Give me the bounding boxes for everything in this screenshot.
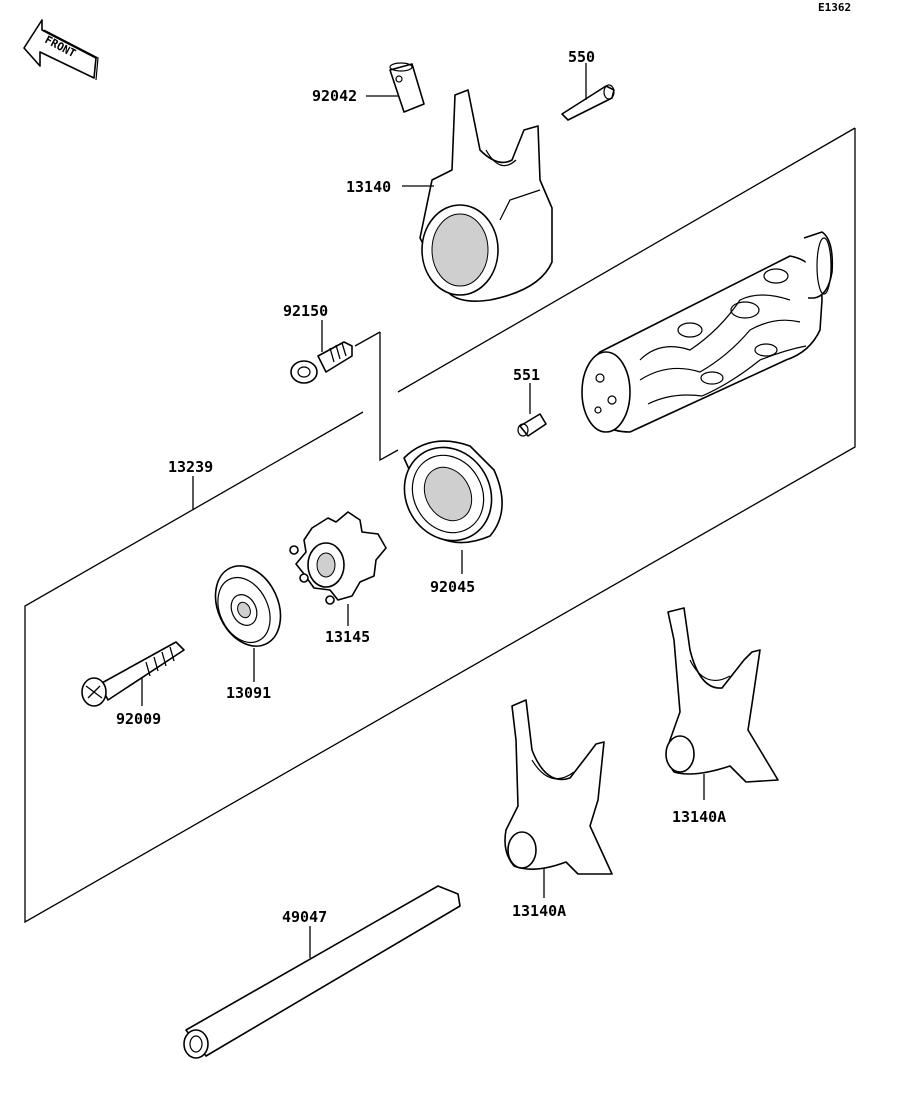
- cotter-pin-550-part: [561, 63, 615, 121]
- dowel-551-part: [517, 383, 547, 437]
- shift-fork-13140a-right-part: [665, 607, 779, 800]
- shift-fork-13140-part: [402, 89, 553, 302]
- cam-plate-13091-part: [214, 565, 282, 682]
- front-arrow-icon: FRONT: [23, 19, 99, 81]
- label-92009: 92009: [116, 710, 161, 728]
- label-13145: 13145: [325, 628, 370, 646]
- label-49047: 49047: [282, 908, 327, 926]
- shift-drum-part: [581, 231, 834, 433]
- shift-fork-13140a-left-part: [504, 699, 613, 898]
- assembly-outline: [24, 127, 856, 924]
- bearing-92045-part: [403, 440, 503, 574]
- star-plate-13145-part: [289, 511, 387, 626]
- bolt-92150-part: [290, 320, 353, 384]
- label-13140a-left: 13140A: [512, 902, 566, 920]
- label-13140: 13140: [346, 178, 391, 196]
- label-92150: 92150: [283, 302, 328, 320]
- label-92042: 92042: [312, 87, 357, 105]
- diagram-code: E1362: [818, 1, 851, 14]
- label-13239: 13239: [168, 458, 213, 476]
- label-13091: 13091: [226, 684, 271, 702]
- pin-92042-part: [366, 62, 425, 113]
- label-13140a-right: 13140A: [672, 808, 726, 826]
- shaft-49047-part: [183, 885, 461, 1059]
- label-551: 551: [513, 366, 540, 384]
- label-550: 550: [568, 48, 595, 66]
- screw-92009-part: [81, 641, 185, 707]
- label-92045: 92045: [430, 578, 475, 596]
